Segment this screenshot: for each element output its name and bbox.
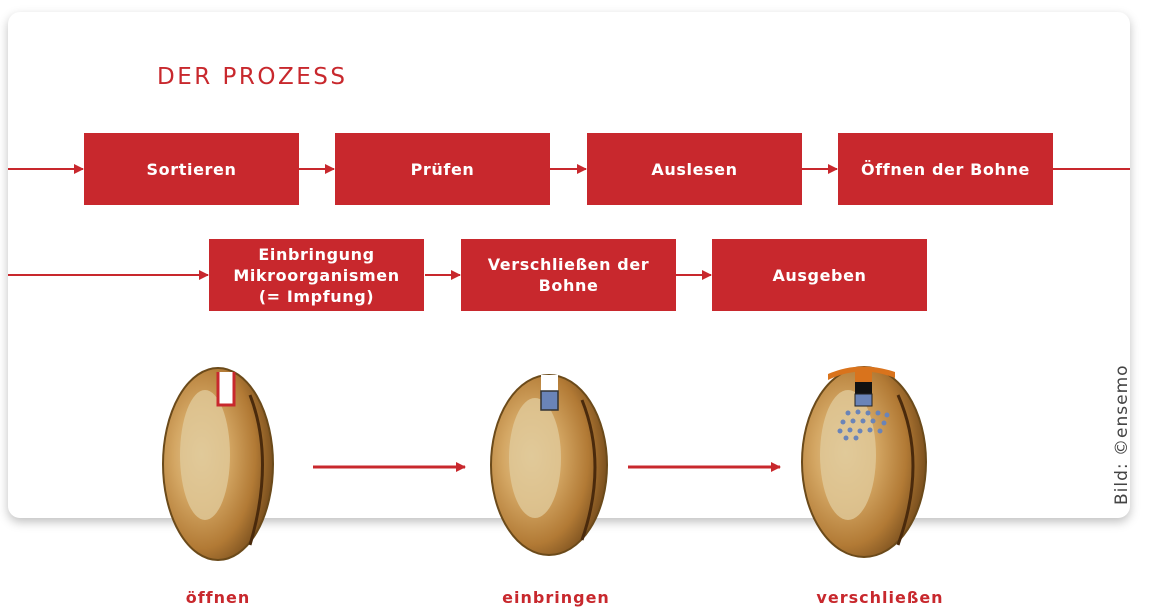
bean-sealed-icon <box>801 366 927 558</box>
step-pruefen: Prüfen <box>335 133 550 205</box>
stage-label-einbringen: einbringen <box>502 588 610 607</box>
bean-opened-icon <box>162 367 274 561</box>
step-auslesen: Auslesen <box>587 133 802 205</box>
step-ausgeben: Ausgeben <box>712 239 927 311</box>
step-sortieren: Sortieren <box>84 133 299 205</box>
bean-inoculated-icon <box>490 374 608 556</box>
step-oeffnen: Öffnen der Bohne <box>838 133 1053 205</box>
step-verschliessen: Verschließen der Bohne <box>461 239 676 311</box>
image-credit: Bild: ©ensemo <box>1112 364 1132 505</box>
stage-label-oeffnen: öffnen <box>185 588 251 607</box>
diagram-title: DER PROZESS <box>157 64 348 90</box>
step-einbringung: Einbringung Mikroorganismen (= Impfung) <box>209 239 424 311</box>
stage-label-verschliessen: verschließen <box>816 588 944 607</box>
